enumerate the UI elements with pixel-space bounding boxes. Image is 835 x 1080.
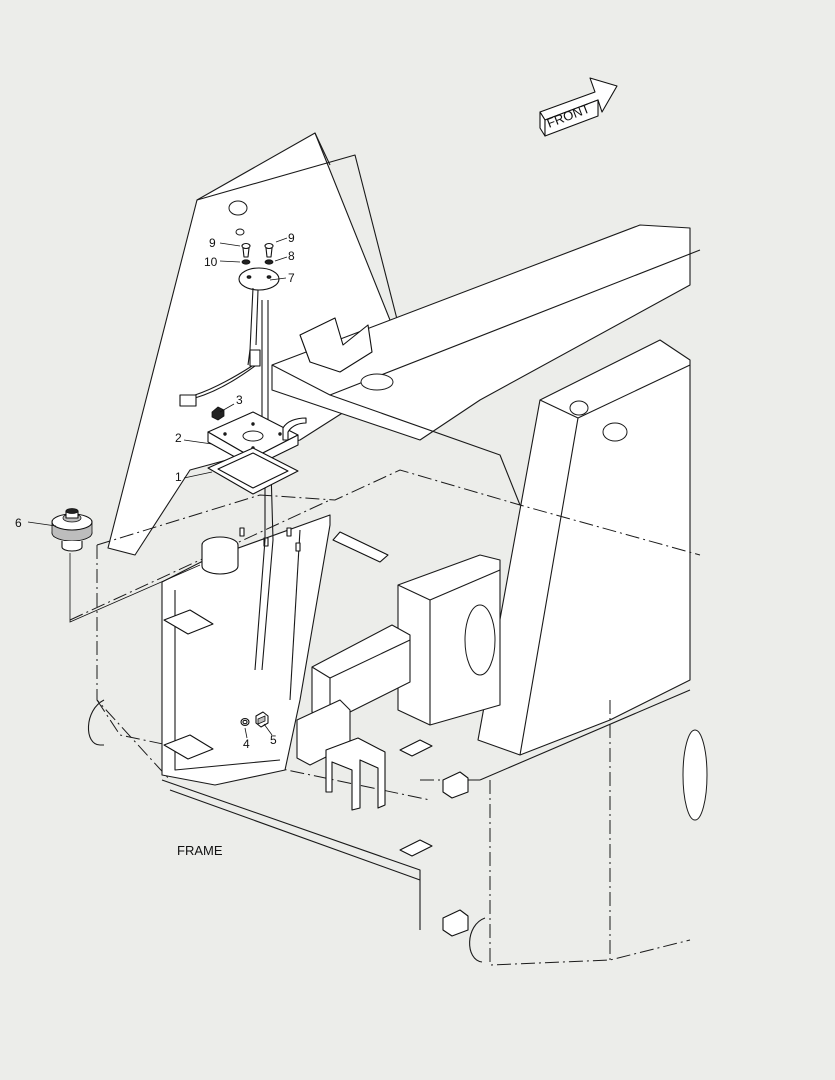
callout-8: 8 — [288, 249, 295, 263]
frame-body — [69, 132, 708, 966]
callout-7: 7 — [288, 271, 295, 285]
callout-4: 4 — [243, 737, 250, 751]
fuel-tank — [161, 514, 331, 786]
front-direction-arrow: FRONT — [539, 77, 618, 137]
sender-flange — [238, 267, 280, 291]
callouts: 9 10 9 8 7 3 2 1 6 4 5 — [15, 231, 295, 751]
hex-nut — [211, 406, 225, 421]
fuel-sender-assembly — [179, 242, 307, 728]
callout-6: 6 — [15, 516, 22, 530]
frame-label: FRAME — [177, 843, 223, 858]
callout-9-right: 9 — [288, 231, 295, 245]
callout-9-left: 9 — [209, 236, 216, 250]
callout-1: 1 — [175, 470, 182, 484]
callout-3: 3 — [236, 393, 243, 407]
callout-2: 2 — [175, 431, 182, 445]
callout-5: 5 — [270, 733, 277, 747]
callout-10: 10 — [204, 255, 218, 269]
filler-cap — [51, 508, 201, 623]
